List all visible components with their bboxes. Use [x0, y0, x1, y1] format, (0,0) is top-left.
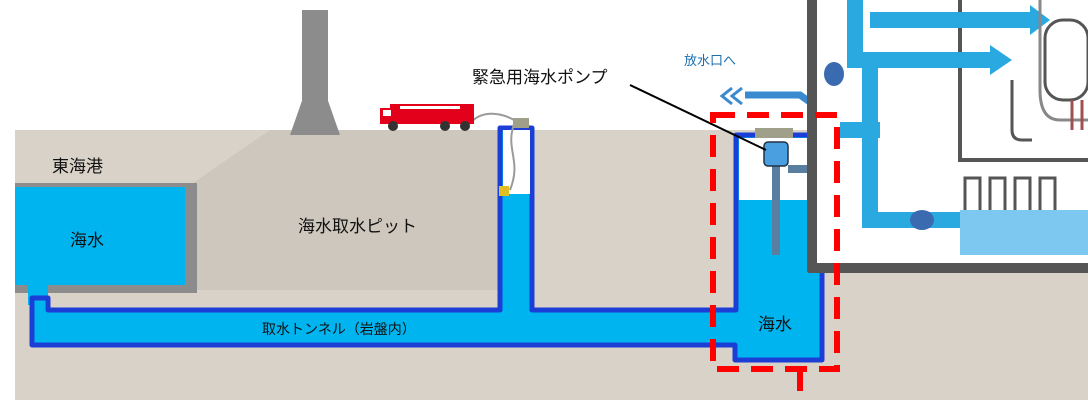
hose: [509, 123, 516, 191]
tunnel-label: 取水トンネル（岩盤内）: [262, 322, 416, 338]
port-seawater: [15, 187, 185, 285]
seawater-right-label: 海水: [758, 315, 792, 335]
embankment: [190, 130, 500, 290]
fire-truck: [380, 104, 474, 131]
pump-pit-cover: [755, 128, 793, 138]
intake-pit-air: [503, 130, 530, 194]
intake-pit-label: 海水取水ピット: [298, 217, 417, 237]
seawater-left-label: 海水: [70, 231, 104, 251]
pump-motor: [763, 141, 789, 167]
reactor-building: [807, 0, 1088, 273]
pump-pointer-line: [629, 84, 767, 151]
stack: [302, 10, 328, 100]
outflow-arrows: [719, 86, 743, 106]
to-outlet-label: 放水口へ: [684, 54, 737, 69]
pump-shaft: [772, 160, 780, 255]
hose-nozzle: [499, 186, 509, 196]
stack-base: [290, 95, 340, 135]
pump-highlight-box: [710, 112, 840, 372]
port-label: 東海港: [52, 157, 103, 177]
emergency-pump-label: 緊急用海水ポンプ: [472, 68, 608, 88]
hose-line: [469, 112, 515, 125]
pit-cover: [513, 118, 529, 128]
